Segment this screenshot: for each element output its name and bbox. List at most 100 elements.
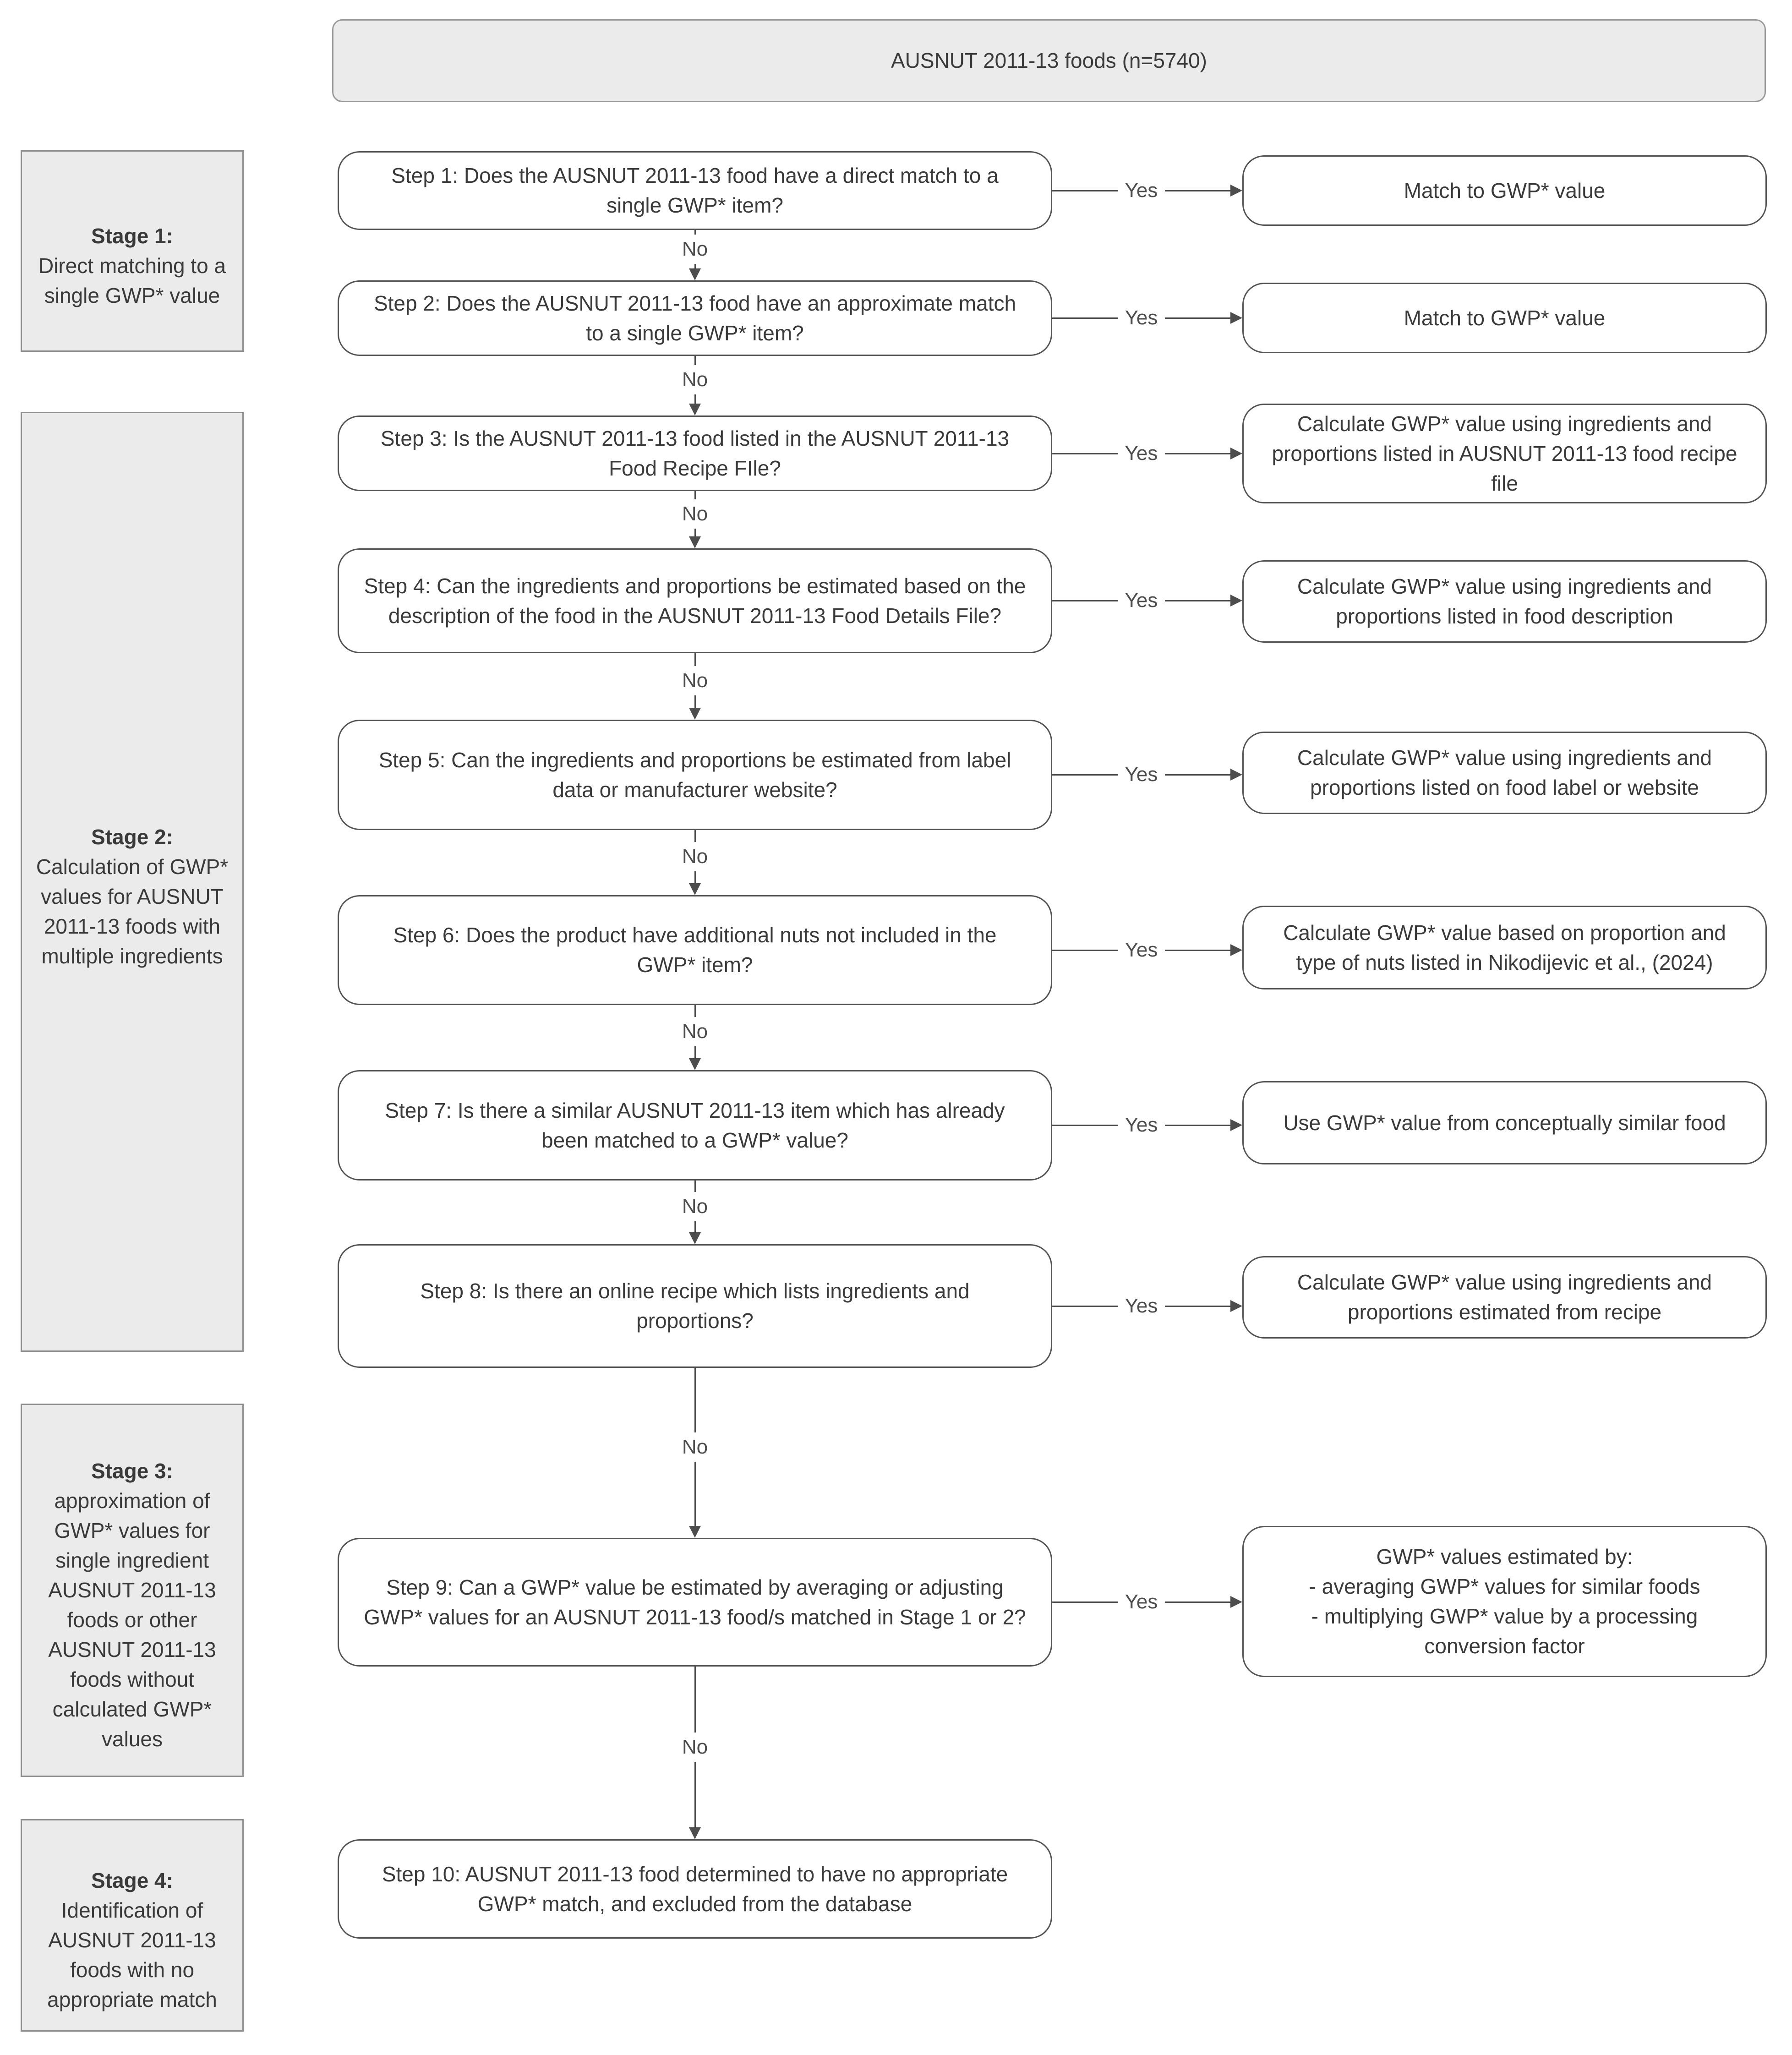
no-connector-2: No [681, 356, 709, 415]
no-connector-4: No [681, 653, 709, 720]
arrow-right-icon [1230, 1596, 1242, 1608]
no-connector-9: No [681, 1667, 709, 1839]
no-label: No [682, 1435, 708, 1458]
connector-line [1165, 1124, 1230, 1126]
stage-1-text: Direct matching to a single GWP* value [38, 254, 226, 307]
connector-line [1052, 453, 1118, 454]
step-3-box: Step 3: Is the AUSNUT 2011-13 food liste… [338, 415, 1052, 491]
outcome-1-box: Match to GWP* value [1242, 155, 1767, 226]
yes-connector-4: Yes [1052, 587, 1242, 614]
step-10-box: Step 10: AUSNUT 2011-13 food determined … [338, 1839, 1052, 1939]
outcome-2-text: Match to GWP* value [1404, 306, 1606, 330]
step-2-text: Step 2: Does the AUSNUT 2011-13 food hav… [373, 291, 1016, 345]
no-label: No [682, 1195, 708, 1218]
connector-line [1052, 600, 1118, 601]
outcome-7-box: Use GWP* value from conceptually similar… [1242, 1081, 1767, 1164]
stage-4-box: Stage 4: Identification of AUSNUT 2011-1… [21, 1819, 244, 2032]
step-10-text: Step 10: AUSNUT 2011-13 food determined … [382, 1862, 1008, 1916]
connector-line [1052, 1124, 1118, 1126]
stage-3-heading: Stage 3: [91, 1459, 173, 1483]
yes-label: Yes [1125, 179, 1158, 202]
no-label: No [682, 502, 708, 525]
connector-line [694, 394, 696, 404]
connector-line [1052, 190, 1118, 191]
connector-line [1165, 949, 1230, 951]
connector-line [694, 528, 696, 536]
connector-line [1165, 774, 1230, 776]
arrow-right-icon [1230, 448, 1242, 459]
header-box: AUSNUT 2011-13 foods (n=5740) [332, 19, 1766, 102]
stage-1-heading: Stage 1: [91, 224, 173, 248]
outcome-4-box: Calculate GWP* value using ingredients a… [1242, 560, 1767, 643]
no-label: No [682, 368, 708, 391]
connector-line [694, 1181, 696, 1192]
stage-3-label: Stage 3: approximation of GWP* values fo… [35, 1426, 229, 1754]
step-1-box: Step 1: Does the AUSNUT 2011-13 food hav… [338, 151, 1052, 230]
header-title: AUSNUT 2011-13 foods (n=5740) [891, 49, 1207, 72]
step-3-text: Step 3: Is the AUSNUT 2011-13 food liste… [380, 426, 1010, 480]
arrow-down-icon [689, 1827, 701, 1839]
arrow-right-icon [1230, 185, 1242, 197]
outcome-5-text: Calculate GWP* value using ingredients a… [1297, 746, 1712, 799]
outcome-7-text: Use GWP* value from conceptually similar… [1283, 1110, 1726, 1135]
connector-line [694, 491, 696, 499]
connector-line [694, 356, 696, 365]
no-label: No [682, 845, 708, 868]
stage-4-heading: Stage 4: [91, 1869, 173, 1892]
no-connector-3: No [681, 491, 709, 548]
outcome-4-text: Calculate GWP* value using ingredients a… [1297, 574, 1712, 628]
step-5-text: Step 5: Can the ingredients and proporti… [378, 748, 1011, 802]
stage-2-label: Stage 2: Calculation of GWP* values for … [35, 792, 229, 971]
step-7-box: Step 7: Is there a similar AUSNUT 2011-1… [338, 1070, 1052, 1181]
outcome-3-box: Calculate GWP* value using ingredients a… [1242, 404, 1767, 503]
no-connector-5: No [681, 830, 709, 895]
arrow-down-icon [689, 404, 701, 415]
arrow-right-icon [1230, 769, 1242, 781]
arrow-down-icon [689, 883, 701, 895]
arrow-down-icon [689, 268, 701, 280]
outcome-3-text: Calculate GWP* value using ingredients a… [1272, 411, 1737, 495]
outcome-9-box: GWP* values estimated by: - averaging GW… [1242, 1526, 1767, 1677]
arrow-right-icon [1230, 595, 1242, 607]
connector-line [694, 1461, 696, 1526]
outcome-5-box: Calculate GWP* value using ingredients a… [1242, 732, 1767, 814]
arrow-down-icon [689, 1526, 701, 1538]
step-9-text: Step 9: Can a GWP* value be estimated by… [364, 1575, 1026, 1629]
stage-4-label: Stage 4: Identification of AUSNUT 2011-1… [35, 1836, 229, 2015]
yes-label: Yes [1125, 1114, 1158, 1136]
connector-line [1165, 1601, 1230, 1603]
step-1-text: Step 1: Does the AUSNUT 2011-13 food hav… [391, 164, 999, 217]
yes-connector-3: Yes [1052, 440, 1242, 467]
arrow-down-icon [689, 536, 701, 548]
connector-line [1052, 317, 1118, 319]
arrow-right-icon [1230, 1300, 1242, 1312]
yes-connector-7: Yes [1052, 1111, 1242, 1139]
no-label: No [682, 1020, 708, 1043]
step-4-text: Step 4: Can the ingredients and proporti… [364, 574, 1026, 628]
no-label: No [682, 669, 708, 692]
connector-line [1165, 1305, 1230, 1307]
stage-1-label: Stage 1: Direct matching to a single GWP… [35, 191, 229, 311]
step-9-box: Step 9: Can a GWP* value be estimated by… [338, 1538, 1052, 1667]
yes-connector-1: Yes [1052, 177, 1242, 204]
connector-line [1052, 774, 1118, 776]
connector-line [694, 695, 696, 708]
outcome-8-box: Calculate GWP* value using ingredients a… [1242, 1256, 1767, 1339]
outcome-1-text: Match to GWP* value [1404, 178, 1606, 202]
connector-line [694, 264, 696, 268]
step-2-box: Step 2: Does the AUSNUT 2011-13 food hav… [338, 280, 1052, 356]
yes-connector-2: Yes [1052, 304, 1242, 332]
connector-line [1165, 190, 1230, 191]
no-label: No [682, 238, 708, 260]
outcome-6-box: Calculate GWP* value based on proportion… [1242, 906, 1767, 989]
connector-line [694, 871, 696, 883]
stage-2-box: Stage 2: Calculation of GWP* values for … [21, 412, 244, 1352]
connector-line [694, 1005, 696, 1017]
yes-connector-8: Yes [1052, 1292, 1242, 1320]
yes-label: Yes [1125, 939, 1158, 961]
no-connector-7: No [681, 1181, 709, 1244]
yes-label: Yes [1125, 763, 1158, 786]
stage-3-text: approximation of GWP* values for single … [48, 1489, 216, 1751]
arrow-down-icon [689, 1232, 701, 1244]
